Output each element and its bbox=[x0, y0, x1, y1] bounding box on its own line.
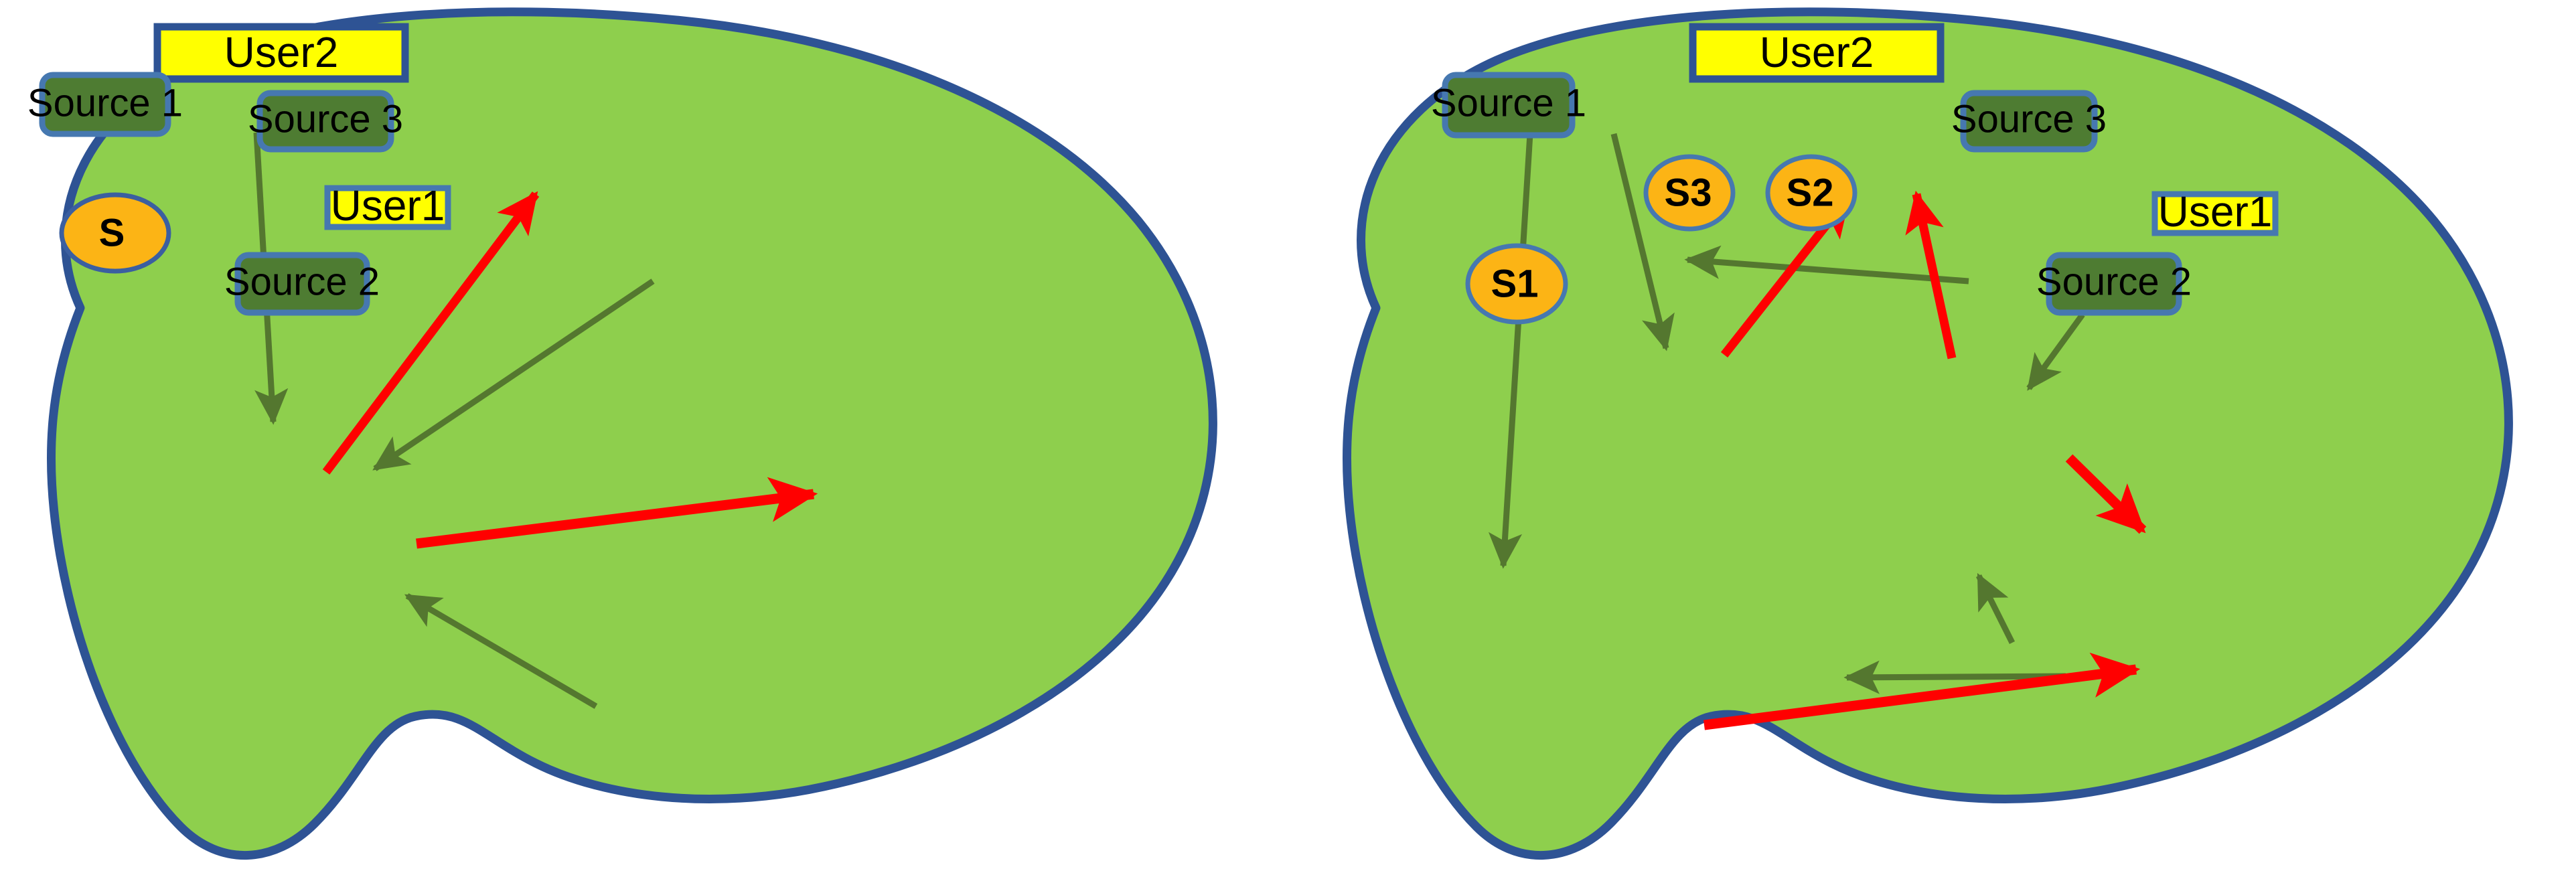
flow-source3-to-s bbox=[372, 279, 655, 471]
flow-source1-to-s1 bbox=[1488, 133, 1533, 569]
left-user2-box[interactable] bbox=[153, 23, 409, 83]
left-source1-box[interactable] bbox=[39, 72, 171, 137]
right-store-s2-label: S2 bbox=[1787, 171, 1834, 214]
left-user2-node[interactable]: User2 bbox=[153, 23, 409, 83]
right-source1-node[interactable]: Source 1 bbox=[1431, 72, 1586, 139]
left-source3-node[interactable]: Source 3 bbox=[248, 90, 403, 153]
right-user2-label: User2 bbox=[1760, 28, 1874, 76]
left-user1-node[interactable]: User1 bbox=[324, 181, 451, 230]
right-user2-box[interactable] bbox=[1689, 23, 1945, 83]
right-store-s2-ellipse[interactable] bbox=[1765, 154, 1858, 232]
left-diagram: User2 Source 1 Source 3 Source 2 User1 bbox=[27, 7, 1217, 860]
right-source3-node[interactable]: Source 3 bbox=[1951, 90, 2107, 153]
right-store-s1-node[interactable]: S1 bbox=[1465, 243, 1568, 325]
left-source1-node[interactable]: Source 1 bbox=[27, 72, 183, 137]
right-source1-label: Source 1 bbox=[1431, 81, 1586, 125]
right-source2-node[interactable]: Source 2 bbox=[2036, 252, 2192, 316]
right-source1-box[interactable] bbox=[1442, 72, 1576, 139]
flow-source2-to-s bbox=[404, 593, 598, 709]
flow-source2-to-user1 bbox=[1975, 572, 2016, 645]
flow-s-to-user1 bbox=[416, 477, 818, 549]
right-user1-box[interactable] bbox=[2151, 191, 2279, 236]
flow-s2-to-user1 bbox=[2065, 454, 2147, 534]
left-source1-label: Source 1 bbox=[27, 81, 183, 125]
flow-source3-to-source1 bbox=[1684, 245, 1969, 285]
right-source2-label: Source 2 bbox=[2036, 260, 2192, 303]
left-store-s-node[interactable]: S bbox=[59, 192, 171, 274]
flow-source1-to-s3 bbox=[1610, 133, 1675, 351]
left-user2-label: User2 bbox=[224, 28, 339, 76]
right-user1-label: User1 bbox=[2158, 187, 2273, 236]
left-store-s-ellipse[interactable] bbox=[59, 192, 171, 274]
flow-s-to-user2 bbox=[322, 191, 540, 475]
left-store-s-label: S bbox=[99, 211, 125, 254]
right-diagram: User2 Source 1 Source 3 Source 2 User1 bbox=[1342, 7, 2513, 860]
left-source2-label: Source 2 bbox=[224, 260, 380, 303]
flow-s1-to-user1 bbox=[1703, 652, 2141, 730]
left-source3-box[interactable] bbox=[256, 90, 394, 153]
right-store-s1-label: S1 bbox=[1491, 262, 1539, 305]
left-user1-label: User1 bbox=[331, 181, 445, 230]
left-user1-box[interactable] bbox=[324, 185, 451, 230]
right-store-s3-ellipse[interactable] bbox=[1643, 154, 1736, 232]
right-store-s3-label: S3 bbox=[1665, 171, 1712, 214]
right-system-boundary bbox=[1342, 7, 2513, 860]
left-system-boundary bbox=[46, 7, 1217, 860]
left-source3-label: Source 3 bbox=[248, 97, 403, 141]
right-source3-box[interactable] bbox=[1960, 90, 2098, 153]
flow-source3-to-s2 bbox=[2026, 313, 2085, 391]
right-store-s2-node[interactable]: S2 bbox=[1765, 154, 1858, 232]
right-user1-node[interactable]: User1 bbox=[2151, 187, 2279, 236]
flow-s2-to-user2 bbox=[1905, 190, 1957, 360]
right-source2-box[interactable] bbox=[2046, 252, 2182, 316]
right-source3-label: Source 3 bbox=[1951, 97, 2107, 141]
right-store-s3-node[interactable]: S3 bbox=[1643, 154, 1736, 232]
right-user2-node[interactable]: User2 bbox=[1689, 23, 1945, 83]
left-source2-node[interactable]: Source 2 bbox=[224, 252, 380, 316]
flow-source2-to-s1 bbox=[1843, 660, 2066, 694]
right-store-s1-ellipse[interactable] bbox=[1465, 243, 1568, 325]
left-source2-box[interactable] bbox=[234, 252, 370, 316]
